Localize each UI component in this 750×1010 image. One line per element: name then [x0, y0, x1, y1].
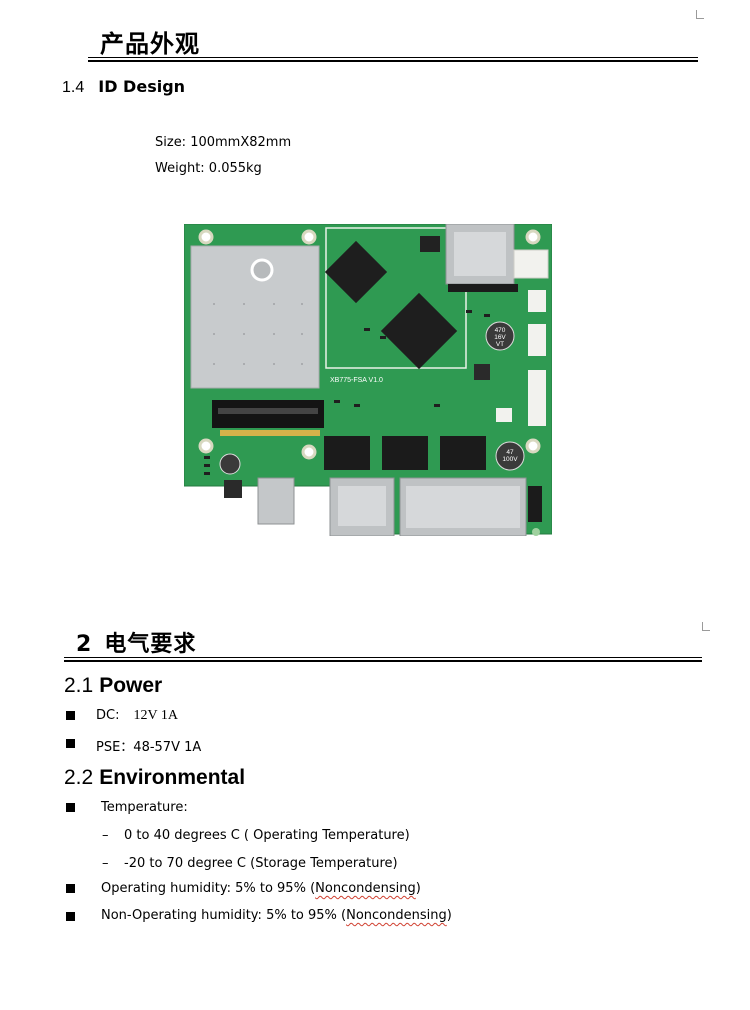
dash-marker: – [102, 828, 109, 843]
env-non-operating-humidity: Non-Operating humidity: 5% to 95% (Nonco… [101, 908, 452, 923]
power-dc: DC: 12V 1A [96, 708, 178, 724]
pcb-board-image: XB775-FSA V1.0 470 16V VT 47 100V [184, 224, 552, 536]
board-model-label: XB775-FSA V1.0 [330, 377, 383, 384]
spec-size: Size: 100mmX82mm [155, 135, 292, 150]
humidity-close: ) [446, 908, 452, 923]
heading-number: 2 [76, 632, 93, 657]
env-temperature: Temperature: [101, 800, 188, 815]
power-dc-label: DC: [96, 708, 120, 723]
bullet-square [66, 803, 75, 812]
humidity-text: Operating humidity: 5% to 95% ( [101, 881, 316, 896]
capacitor-a-line2: 16V [494, 334, 506, 341]
corner-mark-top [696, 10, 704, 19]
heading-title: Environmental [99, 766, 246, 789]
heading-number: 2.1 [64, 674, 94, 697]
spec-weight: Weight: 0.055kg [155, 161, 262, 176]
power-pse: PSE：48-57V 1A [96, 740, 202, 755]
heading-product-appearance: 产品外观 [100, 30, 200, 58]
spellcheck-word: Noncondensing [346, 908, 447, 923]
bullet-square [66, 739, 75, 748]
bullet-square [66, 884, 75, 893]
env-operating-humidity: Operating humidity: 5% to 95% (Nonconden… [101, 881, 421, 896]
heading-electrical-requirements: 2 电气要求 [76, 626, 196, 658]
bullet-square [66, 711, 75, 720]
heading-title: 电气要求 [104, 632, 197, 657]
humidity-close: ) [415, 881, 421, 896]
env-operating-temp: 0 to 40 degrees C ( Operating Temperatur… [124, 828, 410, 843]
heading-rule-thin [64, 657, 702, 658]
heading-number: 2.2 [64, 766, 94, 789]
heading-rule-thin [88, 57, 698, 58]
bullet-square [66, 912, 75, 921]
capacitor-a-line3: VT [496, 341, 504, 348]
env-storage-temp: -20 to 70 degree C (Storage Temperature) [124, 856, 398, 871]
section-number: 1.4 [62, 79, 85, 96]
dash-marker: – [102, 856, 109, 871]
heading-title: Power [99, 674, 163, 697]
capacitor-a-line1: 470 [495, 327, 506, 334]
section-title: ID Design [98, 77, 186, 96]
heading-rule-thick [64, 660, 702, 662]
corner-mark-mid [702, 622, 710, 631]
capacitor-b-line2: 100V [502, 456, 518, 463]
section-id-design: 1.4 ID Design [62, 77, 185, 97]
power-dc-value: 12V 1A [133, 708, 178, 723]
heading-rule-thick [88, 60, 698, 62]
capacitor-b-line1: 47 [506, 449, 514, 456]
spellcheck-word: Noncondensing [315, 881, 416, 896]
humidity-text: Non-Operating humidity: 5% to 95% ( [101, 908, 347, 923]
